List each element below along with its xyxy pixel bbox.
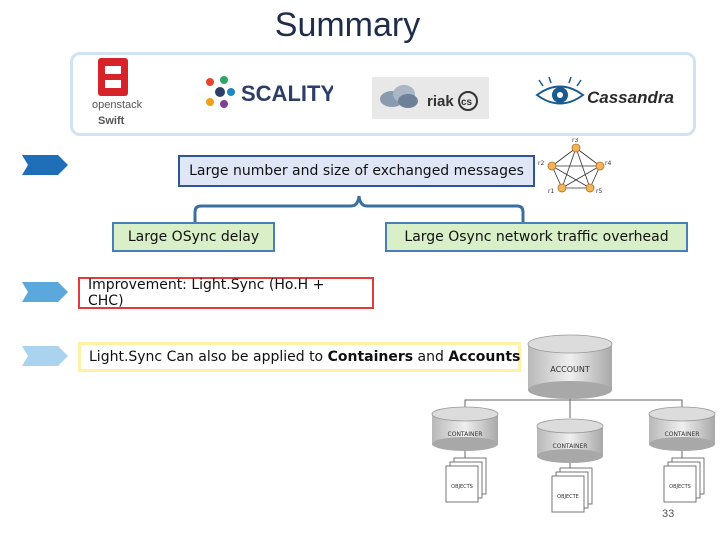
apply-text-prefix: Light.Sync Can also be applied to — [89, 349, 328, 365]
page-number: 33 — [662, 508, 675, 520]
objects-label: OBJECTS — [669, 484, 691, 490]
ring-node — [557, 183, 567, 193]
ring-node — [571, 143, 581, 153]
cassandra-icon: Cassandra — [535, 76, 674, 107]
riak-cs-label: cs — [461, 97, 473, 108]
bullet-arrow-1-icon — [22, 155, 68, 175]
scality-icon: SCALITY — [206, 76, 335, 108]
ring-node-label: r1 — [548, 188, 554, 195]
osync-delay-box: Large OSync delay — [112, 222, 275, 252]
cassandra-logo: Cassandra — [535, 76, 680, 114]
object-stack — [663, 457, 705, 503]
bullet-arrow-3-icon — [22, 346, 68, 366]
objects-label: OBJECTS — [451, 484, 473, 490]
openstack-icon: openstack Swift — [92, 58, 143, 127]
account-cylinder: ACCOUNT — [527, 334, 613, 399]
consequence-brace — [193, 195, 525, 222]
account-label: ACCOUNT — [550, 365, 590, 374]
container-cylinder: CONTAINER — [431, 406, 499, 451]
container-cylinder: CONTAINER — [648, 406, 716, 451]
cassandra-name: Cassandra — [587, 88, 674, 107]
ring-node-label: r4 — [605, 160, 611, 167]
ring-node — [547, 161, 557, 171]
ring-node — [585, 183, 595, 193]
apply-containers-accounts-box: Light.Sync Can also be applied to Contai… — [78, 342, 521, 372]
ring-node-label: r2 — [538, 160, 544, 167]
account-container-hierarchy: ACCOUNT CONTAINER CONTAINER CONTAINER OB… — [431, 334, 716, 513]
container-label: CONTAINER — [448, 431, 483, 438]
exchanged-messages-box: Large number and size of exchanged messa… — [178, 155, 535, 187]
scality-name: SCALITY — [241, 81, 333, 106]
container-label: CONTAINER — [553, 443, 588, 450]
apply-accounts-term: Accounts — [448, 349, 521, 365]
ring-node — [595, 161, 605, 171]
objects-label: OBJECTE — [557, 494, 579, 500]
apply-text-and: and — [413, 349, 449, 365]
container-cylinder: CONTAINER — [536, 418, 604, 463]
object-stack — [551, 467, 593, 513]
apply-containers-term: Containers — [327, 349, 414, 365]
openstack-logo: openstack Swift — [88, 58, 148, 128]
riak-cs-icon: riak cs — [380, 85, 478, 111]
container-label: CONTAINER — [665, 431, 700, 438]
slide-title: Summary — [274, 6, 421, 44]
riak-name: riak — [427, 93, 454, 110]
osync-traffic-box: Large Osync network traffic overhead — [385, 222, 688, 252]
ring-node-label: r5 — [596, 188, 602, 195]
replica-ring-diagram: r3 r2 r4 r1 r5 — [538, 138, 611, 195]
bullet-arrow-2-icon — [22, 282, 68, 302]
riak-cs-logo: riak cs — [372, 77, 489, 119]
scality-logo: SCALITY — [203, 74, 335, 110]
storage-logos-banner — [70, 52, 696, 136]
openstack-name: openstack — [92, 99, 143, 111]
ring-node-label: r3 — [572, 138, 578, 144]
object-stack — [445, 457, 487, 503]
improvement-box: Improvement: Light.Sync (Ho.H + CHC) — [78, 277, 374, 309]
swift-label: Swift — [98, 115, 125, 127]
